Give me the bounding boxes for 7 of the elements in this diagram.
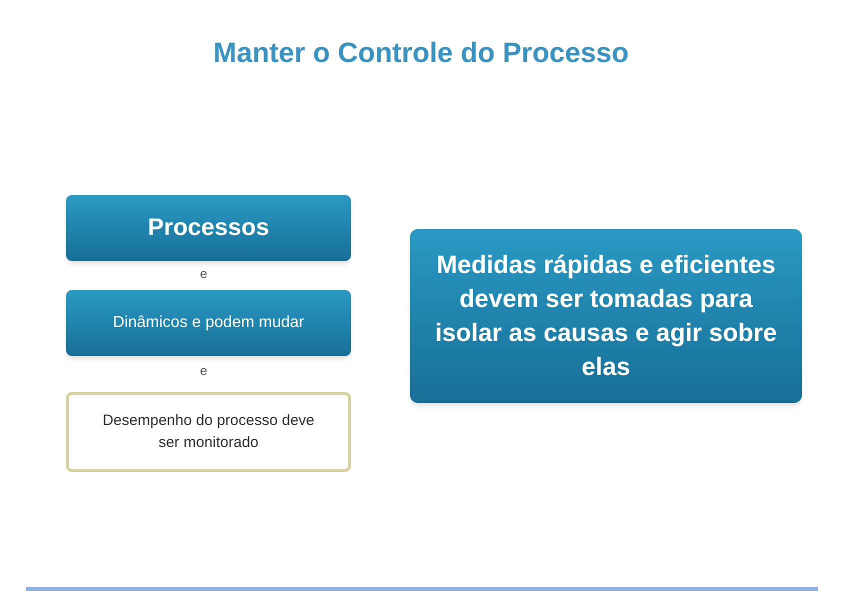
process-box: Dinâmicos e podem mudar — [66, 290, 351, 356]
connector-word: e — [200, 265, 208, 283]
outlined-box: Desempenho do processo deve ser monitorado — [66, 392, 351, 472]
slide-title: Manter o Controle do Processo — [212, 36, 630, 70]
process-box: Processos — [66, 195, 351, 261]
process-box: Medidas rápidas e eficientes devem ser tomadas para isolar as causas e agir sobre elas — [410, 229, 802, 403]
connector-word: e — [200, 362, 208, 380]
